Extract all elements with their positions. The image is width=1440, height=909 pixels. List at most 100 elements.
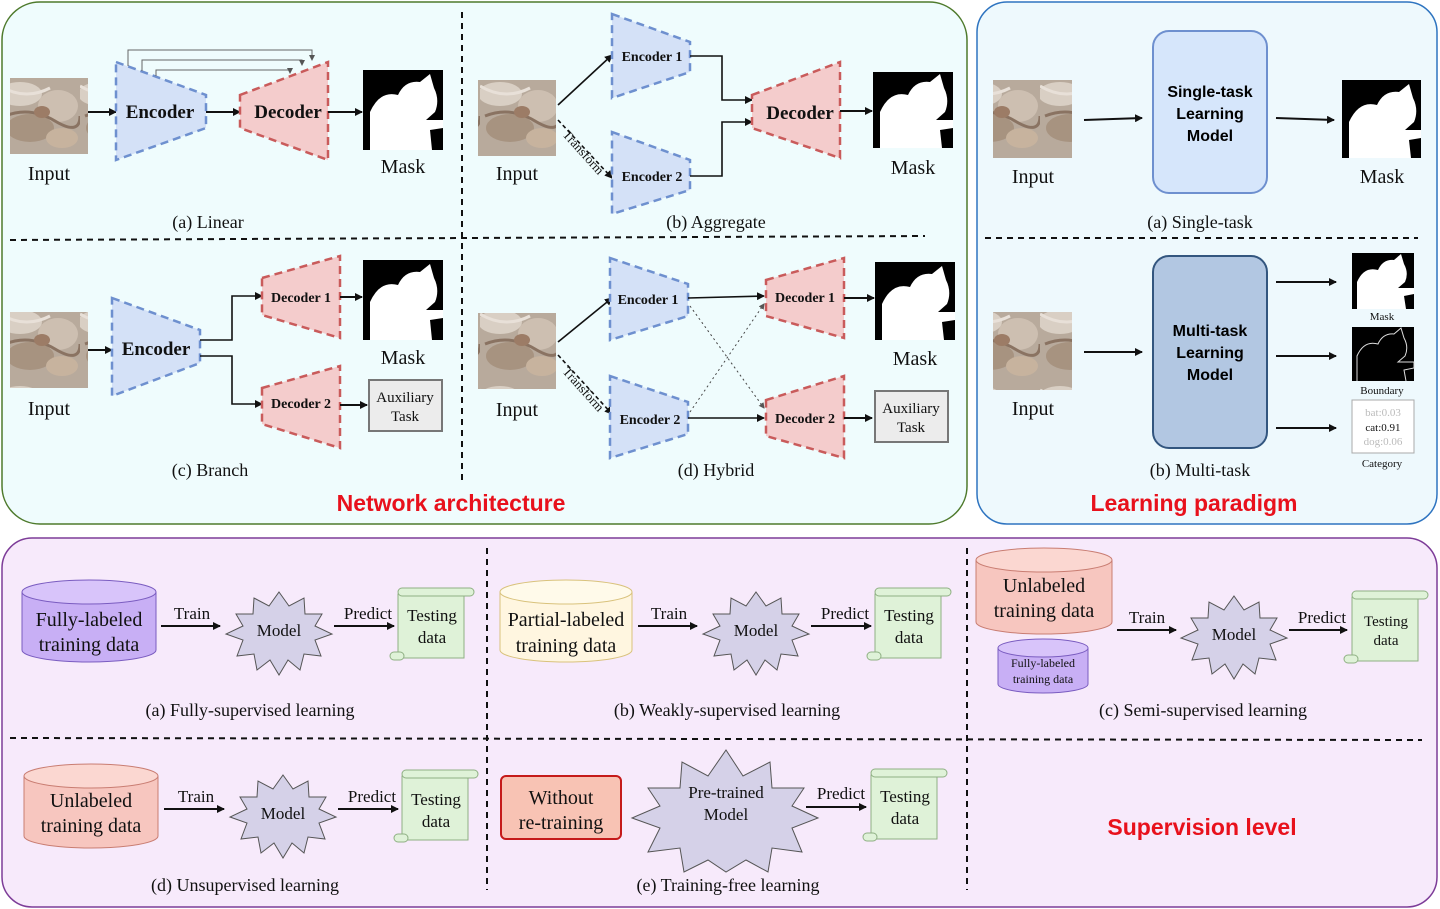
category-output-box [1351,399,1415,454]
unlabeled-database [975,547,1113,635]
input-label: Input [28,163,71,185]
testing-data-label-2: data [895,628,924,647]
learning-paradigm-title: Learning paradigm [1090,490,1297,516]
testing-data-scroll [1343,590,1429,664]
encoder-1-label: Encoder 1 [618,293,679,308]
pretrained-model-star [630,749,820,873]
multi-task-model-line-2: Learning [1176,345,1244,362]
boundary-output-image [1352,327,1415,382]
caption-fully-supervised: (a) Fully-supervised learning [146,700,355,721]
single-task-model-line-1: Single-task [1167,84,1252,101]
decoder-block [238,60,330,162]
mask-image [363,70,443,150]
encoder-2-label: Encoder 2 [620,413,681,428]
testing-data-label-1: Testing [880,787,930,806]
testing-data-label-1: Testing [884,606,934,625]
model-label: Model [734,621,779,640]
mask-label: Mask [893,348,937,370]
training-free-diagram: Without re-training Pre-trained Model Pr… [500,749,948,896]
db-label-2: training data [994,600,1095,622]
auxiliary-label-1: Auxiliary [882,401,940,417]
multi-task-model-box [1152,255,1268,449]
testing-data-label-2: data [1374,633,1399,649]
encoder-label: Encoder [126,102,195,123]
decoder-2-label: Decoder 2 [775,412,835,427]
mask-image [873,72,953,148]
caption-semi-supervised: (c) Semi-supervised learning [1099,700,1307,721]
predict-label: Predict [821,604,869,623]
predict-label: Predict [817,784,865,803]
caption-aggregate: (b) Aggregate [666,212,765,233]
fully-labeled-database [21,579,157,663]
multi-task-model-line-3: Model [1187,367,1233,384]
unsupervised-diagram: Unlabeled training data Train Model Pred… [23,763,479,896]
input-label: Input [1012,166,1055,188]
encoder-label: Encoder [122,339,191,360]
model-star [228,774,338,859]
without-retraining-label-1: Without [529,787,594,809]
encoder-2-block [610,130,692,216]
auxiliary-task-box [874,390,949,443]
predict-label: Predict [344,604,392,623]
input-image [993,312,1072,390]
decoder-2-label: Decoder 2 [271,397,331,412]
category-bat-score: bat:0.03 [1365,407,1401,419]
caption-hybrid: (d) Hybrid [678,460,754,481]
category-dog-score: dog:0.06 [1364,436,1403,448]
weakly-supervised-diagram: Partial-labeled training data Train Mode… [499,579,952,721]
encoder-1-block [610,12,692,100]
testing-data-scroll [389,587,475,661]
train-label: Train [651,604,688,623]
mask-label: Mask [891,157,935,179]
input-image [10,312,88,388]
mask-output-image [1352,253,1414,309]
decoder-1-label: Decoder 1 [271,291,331,306]
network-architecture-panel [1,1,968,525]
caption-multi-task: (b) Multi-task [1150,460,1251,481]
auxiliary-label-2: Task [897,420,926,436]
decoder-1-block [764,256,846,340]
network-architecture-title: Network architecture [337,490,566,516]
caption-unsupervised: (d) Unsupervised learning [151,875,339,896]
caption-linear: (a) Linear [172,212,243,233]
single-task-diagram: Input Single-task Learning Model Mask (a… [993,30,1421,233]
testing-data-label-1: Testing [411,790,461,809]
model-label: Model [261,804,306,823]
db-label-1: Unlabeled [1003,575,1085,597]
multi-task-diagram: Input Multi-task Learning Model Mask Bou… [993,253,1415,481]
db-label-2: training data [41,815,142,837]
skip-connections [127,49,315,76]
small-db-label-1: Fully-labeled [1011,656,1075,670]
mask-output-label: Mask [1370,311,1395,323]
encoder-2-block [608,374,690,460]
single-task-model-line-2: Learning [1176,106,1244,123]
model-star [1179,595,1289,680]
testing-data-label-2: data [422,812,451,831]
testing-data-label-2: data [418,628,447,647]
input-image [478,313,556,389]
supervision-level-title: Supervision level [1107,814,1296,840]
caption-single-task: (a) Single-task [1147,212,1252,233]
encoder-2-label: Encoder 2 [622,170,683,185]
caption-branch: (c) Branch [172,460,248,481]
train-label: Train [174,604,211,623]
decoder-label: Decoder [766,103,834,124]
input-image [993,80,1072,158]
testing-data-scroll [862,768,948,842]
model-star [224,591,334,676]
input-label: Input [28,398,71,420]
testing-data-label-2: data [891,809,920,828]
fully-labeled-small-database [997,638,1089,694]
auxiliary-label-1: Auxiliary [376,390,434,406]
pretrained-model-label-1: Pre-trained [688,783,764,802]
category-cat-score: cat:0.91 [1365,422,1400,434]
model-label: Model [1212,625,1257,644]
auxiliary-task-box [368,379,443,432]
auxiliary-label-2: Task [391,409,420,425]
db-label-1: Fully-labeled [36,609,143,631]
without-retraining-label-2: re-training [519,812,603,834]
encoder-1-label: Encoder 1 [622,50,683,65]
input-label: Input [496,399,539,421]
single-task-model-line-3: Model [1187,128,1233,145]
encoder-block [110,296,202,398]
